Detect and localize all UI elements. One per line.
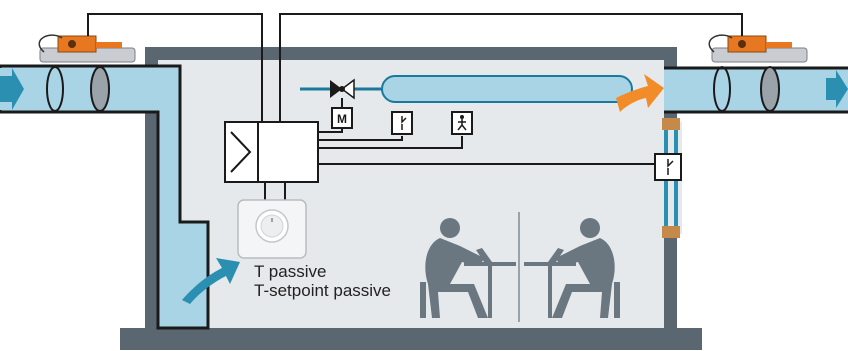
presence-detector-icon	[451, 111, 473, 135]
supply-airflow-arrow	[182, 258, 240, 304]
damper-icon	[713, 66, 780, 112]
valve-icon	[330, 78, 355, 100]
inlet-arrow-icon	[0, 68, 24, 110]
exhaust-duct	[664, 68, 848, 112]
motor-label: M	[337, 112, 347, 126]
control-wiring	[87, 13, 743, 200]
radiator-coil	[381, 75, 633, 103]
damper-icon	[46, 66, 110, 112]
thermostat-label-line1: T passive	[254, 262, 327, 281]
outlet-arrow-icon	[826, 70, 848, 108]
controller-icon	[224, 121, 319, 183]
person-at-desk-icon	[524, 218, 620, 318]
damper-actuator-icon	[38, 34, 136, 63]
room-walls	[120, 47, 702, 350]
room-thermostat-icon	[237, 199, 307, 259]
thermostat-label-line2: T-setpoint passive	[254, 281, 392, 300]
exhaust-airflow-arrow	[616, 74, 664, 112]
damper-actuator-icon	[708, 34, 808, 63]
window-contact-icon	[391, 111, 413, 135]
person-at-desk-icon	[420, 218, 516, 318]
motor-icon	[331, 107, 353, 129]
window-contact-icon	[654, 153, 682, 181]
